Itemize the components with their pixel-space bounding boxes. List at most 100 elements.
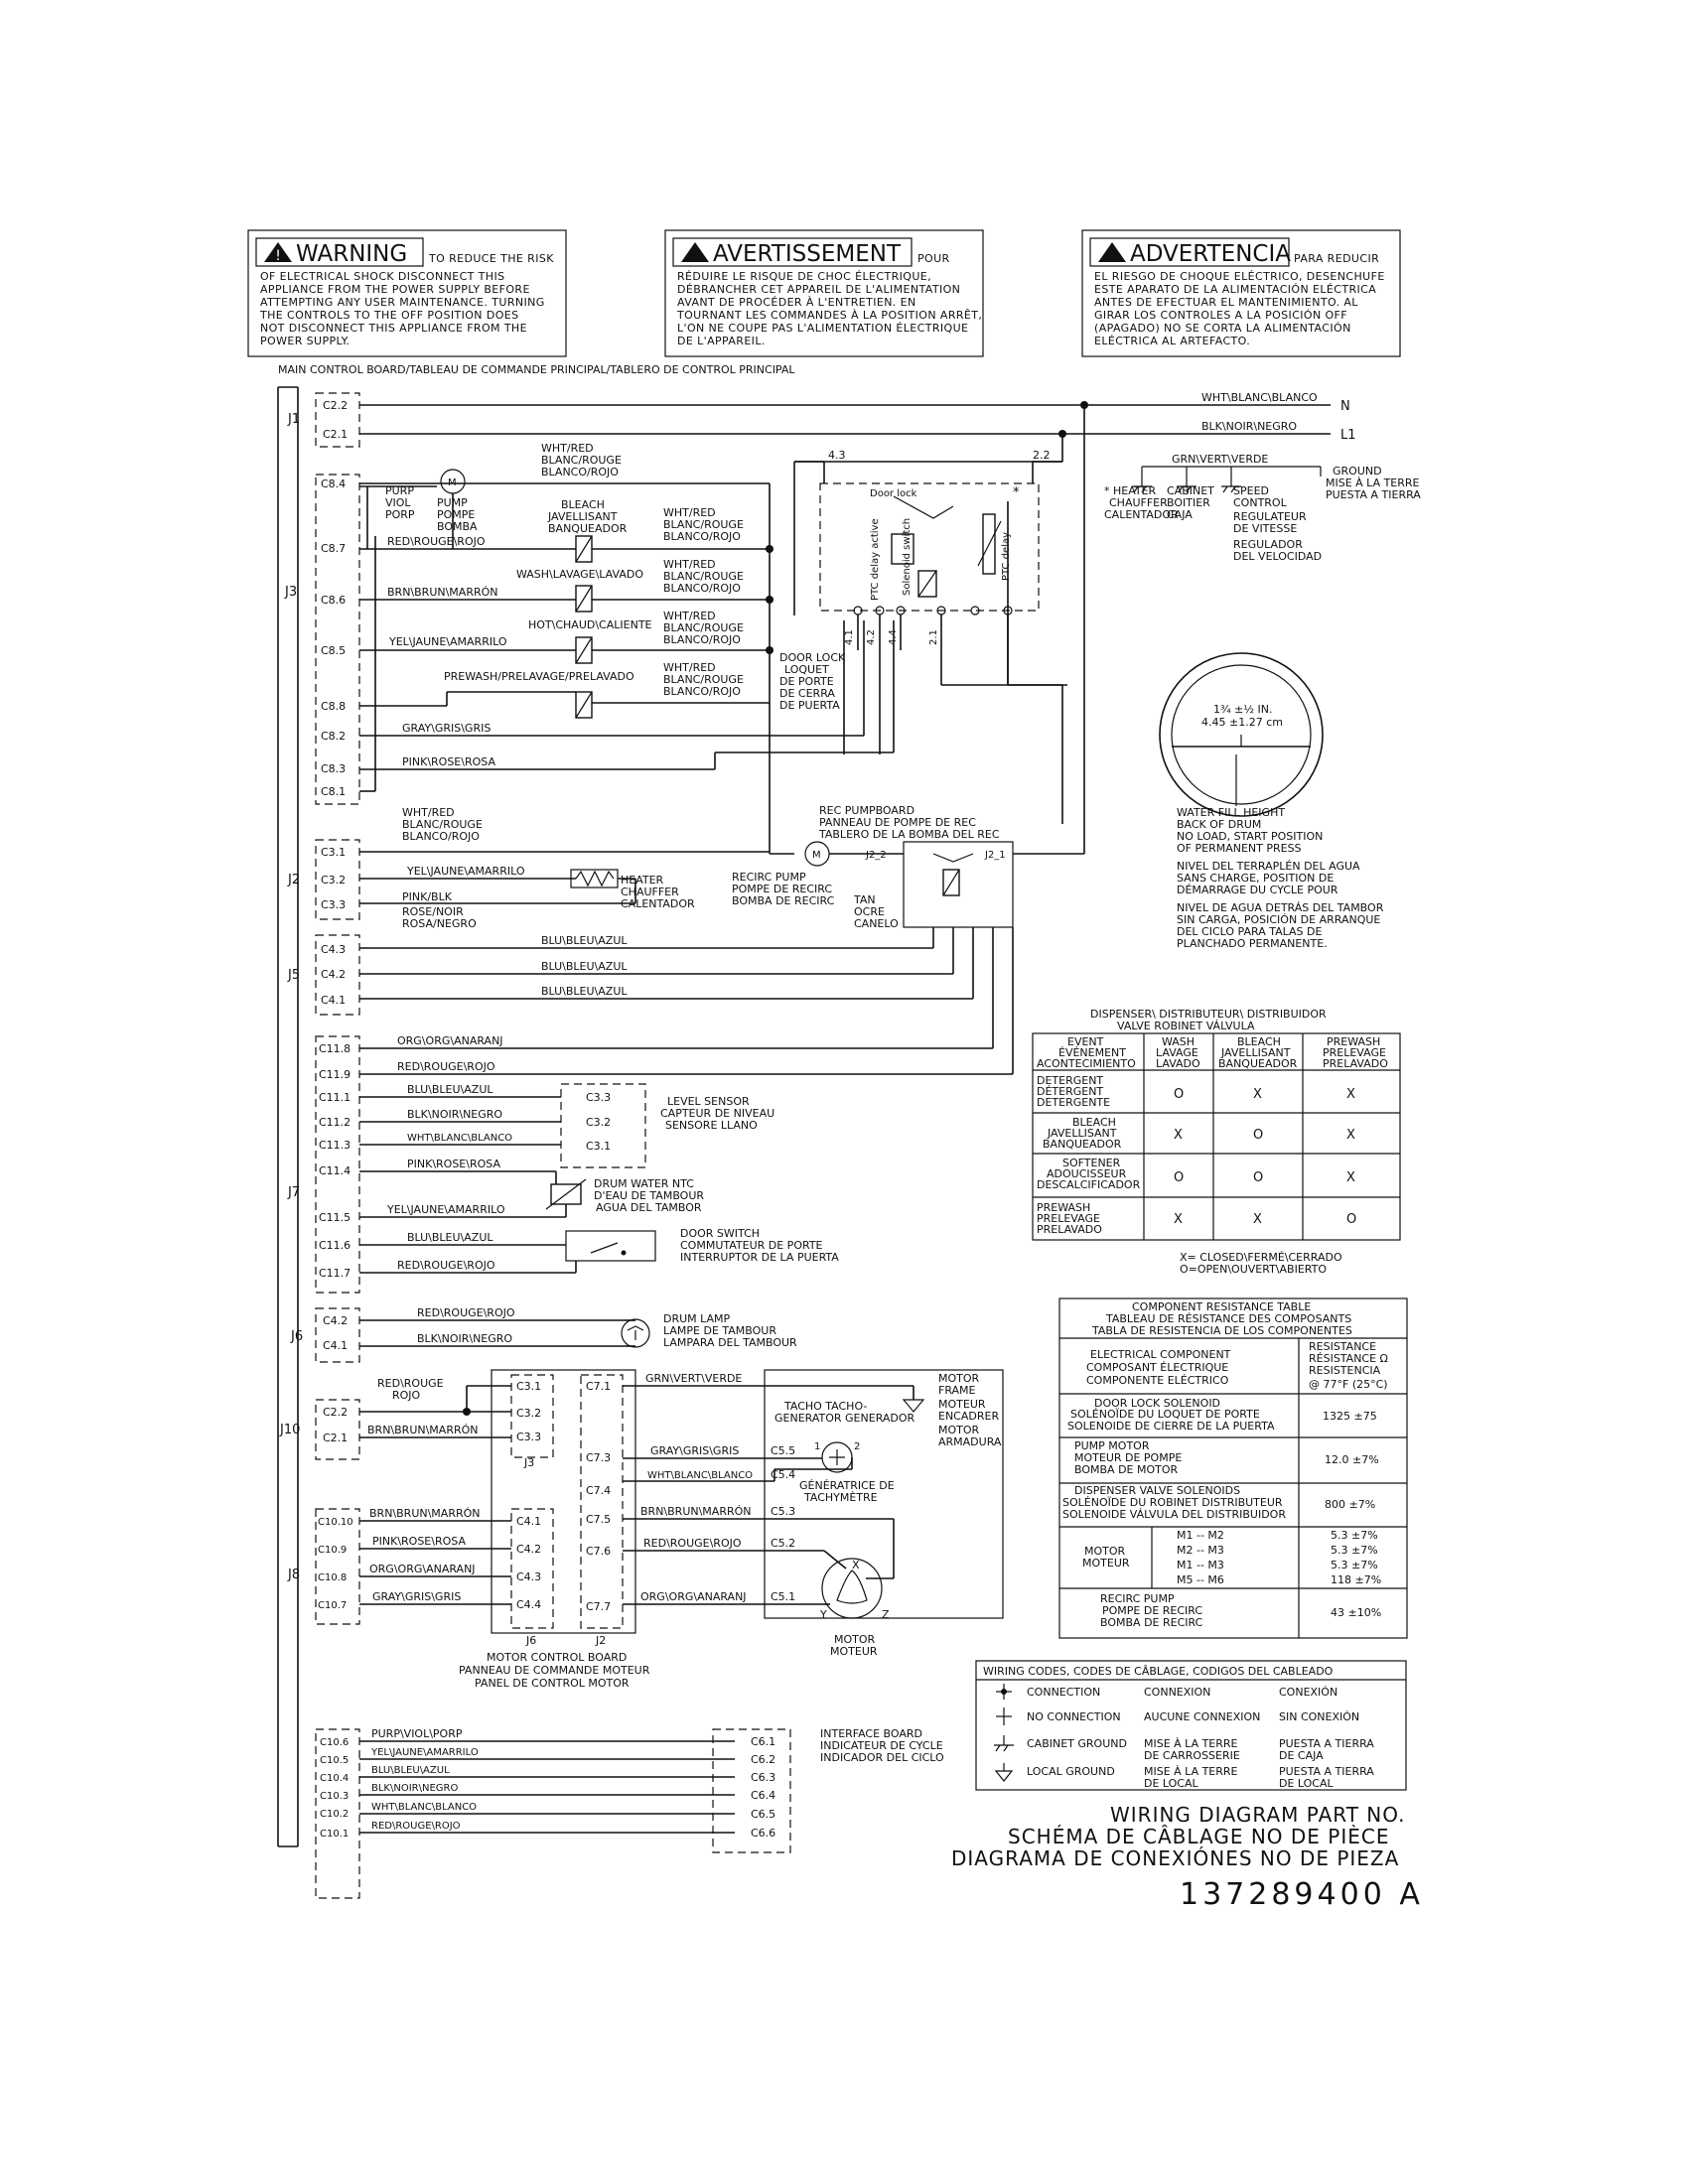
svg-text:WASH\LAVAGE\LAVADO: WASH\LAVAGE\LAVADO [516, 568, 643, 581]
dispenser-table: DISPENSER\ DISTRIBUTEUR\ DISTRIBUIDOR VA… [1032, 1008, 1401, 1276]
svg-text:X: X [1174, 1212, 1183, 1227]
svg-text:J6: J6 [525, 1634, 536, 1647]
svg-text:GRAY\GRIS\GRIS: GRAY\GRIS\GRIS [402, 722, 491, 735]
svg-text:OF PERMANENT PRESS: OF PERMANENT PRESS [1177, 842, 1302, 855]
svg-text:X: X [1346, 1170, 1355, 1185]
svg-text:DEL CICLO PARA TALAS DE: DEL CICLO PARA TALAS DE [1177, 925, 1322, 938]
svg-text:Solenoid switch: Solenoid switch [902, 518, 913, 596]
svg-text:C4.1: C4.1 [323, 1339, 348, 1352]
svg-text:OF ELECTRICAL SHOCK DISCONNECT: OF ELECTRICAL SHOCK DISCONNECT THIS [260, 270, 505, 283]
svg-text:DÉBRANCHER CET APPAREIL DE L'A: DÉBRANCHER CET APPAREIL DE L'ALIMENTATIO… [677, 283, 960, 296]
svg-text:C3.1: C3.1 [516, 1380, 541, 1393]
svg-text:MOTOR: MOTOR [938, 1424, 980, 1436]
svg-text:43 ±10%: 43 ±10% [1331, 1606, 1381, 1619]
svg-text:YEL\JAUNE\AMARRILO: YEL\JAUNE\AMARRILO [406, 865, 525, 878]
svg-text:MOTEUR: MOTEUR [830, 1645, 878, 1658]
warning-french: AVERTISSEMENT POUR RÉDUIRE LE RISQUE DE … [664, 229, 984, 357]
svg-text:JAVELLISANT: JAVELLISANT [1220, 1046, 1291, 1059]
svg-text:CABINET: CABINET [1167, 484, 1214, 497]
svg-text:BLANC/ROUGE: BLANC/ROUGE [402, 818, 483, 831]
svg-text:GENERATOR GENERADOR: GENERATOR GENERADOR [774, 1412, 915, 1425]
svg-text:C11.6: C11.6 [319, 1239, 351, 1252]
svg-text:BLU\BLEU\AZUL: BLU\BLEU\AZUL [541, 960, 628, 973]
svg-text:C3.1: C3.1 [586, 1140, 611, 1153]
svg-text:BANQUEADOR: BANQUEADOR [1218, 1057, 1298, 1070]
warning-lead: TO REDUCE THE RISK [428, 252, 554, 265]
svg-text:PREWASH/PRELAVAGE/PRELAVADO: PREWASH/PRELAVAGE/PRELAVADO [444, 670, 634, 683]
svg-text:BLK\NOIR\NEGRO: BLK\NOIR\NEGRO [371, 1783, 458, 1794]
svg-text:TABLEAU DE RÉSISTANCE DES COMP: TABLEAU DE RÉSISTANCE DES COMPOSANTS [1105, 1312, 1351, 1325]
svg-text:LEVEL SENSOR: LEVEL SENSOR [667, 1095, 750, 1108]
svg-text:GÉNÉRATRICE DE: GÉNÉRATRICE DE [799, 1479, 895, 1492]
svg-text:EVENT: EVENT [1067, 1035, 1104, 1048]
svg-text:C10.5: C10.5 [320, 1755, 349, 1766]
svg-text:RED\ROUGE\ROJO: RED\ROUGE\ROJO [371, 1821, 461, 1832]
avertissement-title: AVERTISSEMENT [713, 241, 902, 267]
svg-text:BRN\BRUN\MARRÓN: BRN\BRUN\MARRÓN [369, 1507, 481, 1520]
svg-text:C6.6: C6.6 [751, 1827, 775, 1840]
svg-text:LOQUET: LOQUET [784, 663, 829, 676]
svg-text:C6.1: C6.1 [751, 1735, 775, 1748]
svg-text:DE PUERTA: DE PUERTA [779, 699, 840, 712]
svg-text:BLANC/ROUGE: BLANC/ROUGE [663, 518, 744, 531]
svg-text:JAVELLISANT: JAVELLISANT [1047, 1127, 1117, 1140]
svg-text:BLK\NOIR\NEGRO: BLK\NOIR\NEGRO [407, 1108, 502, 1121]
svg-text:C6.2: C6.2 [751, 1753, 775, 1766]
svg-text:INDICADOR DEL CICLO: INDICADOR DEL CICLO [820, 1751, 944, 1764]
svg-text:C10.4: C10.4 [320, 1773, 349, 1784]
svg-text:YEL\JAUNE\AMARRILO: YEL\JAUNE\AMARRILO [370, 1747, 479, 1758]
svg-text:CONNEXION: CONNEXION [1144, 1686, 1210, 1699]
svg-text:LAMPARA DEL TAMBOUR: LAMPARA DEL TAMBOUR [663, 1336, 797, 1349]
svg-text:D'EAU DE TAMBOUR: D'EAU DE TAMBOUR [594, 1189, 704, 1202]
svg-text:SCHÉMA DE CÂBLAGE NO DE PIÈCE: SCHÉMA DE CÂBLAGE NO DE PIÈCE [1008, 1825, 1389, 1848]
svg-text:MOTEUR: MOTEUR [1082, 1557, 1130, 1570]
svg-text:ORG\ORG\ANARANJ: ORG\ORG\ANARANJ [397, 1034, 503, 1047]
ground-symbols: GRN\VERT\VERDE GROUND MISE À LA TERRE PU… [1104, 453, 1421, 563]
svg-text:M2 -- M3: M2 -- M3 [1177, 1544, 1224, 1557]
svg-text:118 ±7%: 118 ±7% [1331, 1573, 1381, 1586]
svg-text:C6.5: C6.5 [751, 1808, 775, 1821]
svg-text:CONEXIÓN: CONEXIÓN [1279, 1686, 1337, 1699]
svg-text:J8: J8 [287, 1568, 300, 1582]
svg-text:POUR: POUR [917, 252, 950, 265]
svg-text:WHT\BLANC\BLANCO: WHT\BLANC\BLANCO [1201, 391, 1318, 404]
svg-text:J7: J7 [287, 1185, 300, 1200]
svg-text:O: O [1346, 1212, 1356, 1227]
svg-text:SIN CARGA, POSICIÓN DE ARRANQU: SIN CARGA, POSICIÓN DE ARRANQUE [1177, 913, 1380, 926]
svg-text:C6.3: C6.3 [751, 1771, 775, 1784]
svg-text:RED\ROUGE\ROJO: RED\ROUGE\ROJO [397, 1259, 495, 1272]
svg-text:PURP\VIOL\PORP: PURP\VIOL\PORP [371, 1727, 463, 1740]
svg-text:COMPONENTE ELÉCTRICO: COMPONENTE ELÉCTRICO [1086, 1374, 1229, 1387]
svg-text:PRELAVADO: PRELAVADO [1037, 1223, 1102, 1236]
svg-text:C8.8: C8.8 [321, 700, 346, 713]
svg-text:C4.3: C4.3 [516, 1570, 541, 1583]
svg-text:BLANC/ROUGE: BLANC/ROUGE [663, 673, 744, 686]
pin-labels: C2.2 C2.1 C8.4 C8.7 C8.6 C8.5 C8.8 C8.2 … [318, 399, 353, 1840]
svg-text:BOMBA DE RECIRC: BOMBA DE RECIRC [1100, 1616, 1203, 1629]
motor-assembly: GRN\VERT\VERDE MOTOR FRAME MOTEUR ENCADR… [623, 1369, 1004, 1658]
svg-text:BLANCO/ROJO: BLANCO/ROJO [663, 633, 741, 646]
svg-text:TACHO TACHO-: TACHO TACHO- [783, 1400, 867, 1413]
svg-text:C7.3: C7.3 [586, 1451, 611, 1464]
svg-text:ORG\ORG\ANARANJ: ORG\ORG\ANARANJ [640, 1590, 747, 1603]
svg-text:C5.4: C5.4 [771, 1468, 795, 1481]
svg-text:NO CONNECTION: NO CONNECTION [1027, 1710, 1121, 1723]
svg-text:4.45 ±1.27 cm: 4.45 ±1.27 cm [1201, 716, 1283, 729]
svg-text:INTERFACE BOARD: INTERFACE BOARD [820, 1727, 922, 1740]
svg-text:SPEED: SPEED [1233, 484, 1269, 497]
svg-text:DEL VELOCIDAD: DEL VELOCIDAD [1233, 550, 1322, 563]
svg-text:TABLERO DE LA BOMBA DEL REC: TABLERO DE LA BOMBA DEL REC [818, 828, 1000, 841]
svg-text:NIVEL DEL TERRAPLÉN DEL AGUA: NIVEL DEL TERRAPLÉN DEL AGUA [1177, 860, 1360, 873]
svg-text:DIAGRAMA DE CONEXIÓNES NO DE P: DIAGRAMA DE CONEXIÓNES NO DE PIEZA [951, 1846, 1399, 1870]
svg-text:PLANCHADO PERMANENTE.: PLANCHADO PERMANENTE. [1177, 937, 1328, 950]
warning-english: ! WARNING TO REDUCE THE RISK OF ELECTRIC… [247, 229, 567, 357]
part-number: 137289400 A [1180, 1877, 1424, 1912]
svg-text:C3.3: C3.3 [321, 898, 346, 911]
svg-text:DE VITESSE: DE VITESSE [1233, 522, 1297, 535]
svg-text:X: X [852, 1559, 860, 1571]
svg-text:C11.9: C11.9 [319, 1068, 351, 1081]
svg-text:2.1: 2.1 [928, 629, 939, 645]
svg-text:INDICATEUR DE CYCLE: INDICATEUR DE CYCLE [820, 1739, 943, 1752]
svg-text:SENSORE LLANO: SENSORE LLANO [665, 1119, 758, 1132]
